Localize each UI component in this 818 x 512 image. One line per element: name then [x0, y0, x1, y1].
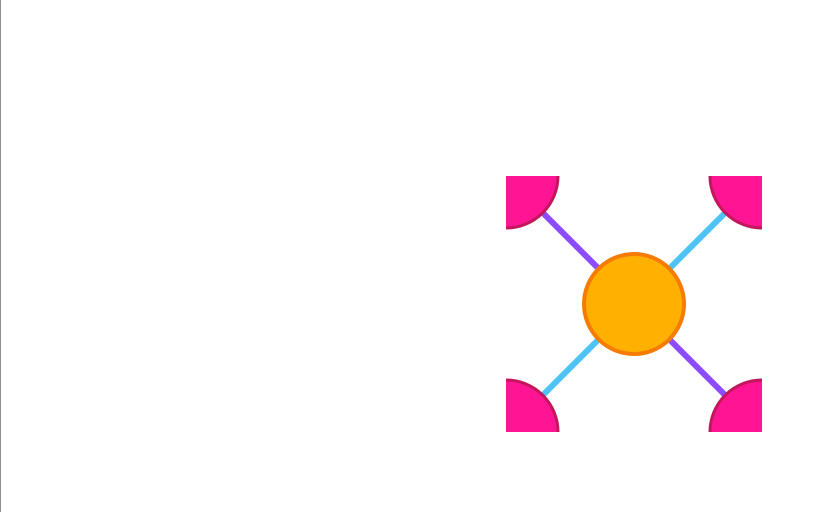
node-bottom-left: [506, 378, 560, 432]
network-icon: [506, 176, 762, 432]
node-top-left: [506, 176, 560, 230]
node-top-right: [708, 176, 762, 230]
network-graphic: [506, 176, 762, 432]
node-bottom-right: [708, 378, 762, 432]
left-border: [0, 0, 1, 512]
hub-node: [582, 252, 686, 356]
